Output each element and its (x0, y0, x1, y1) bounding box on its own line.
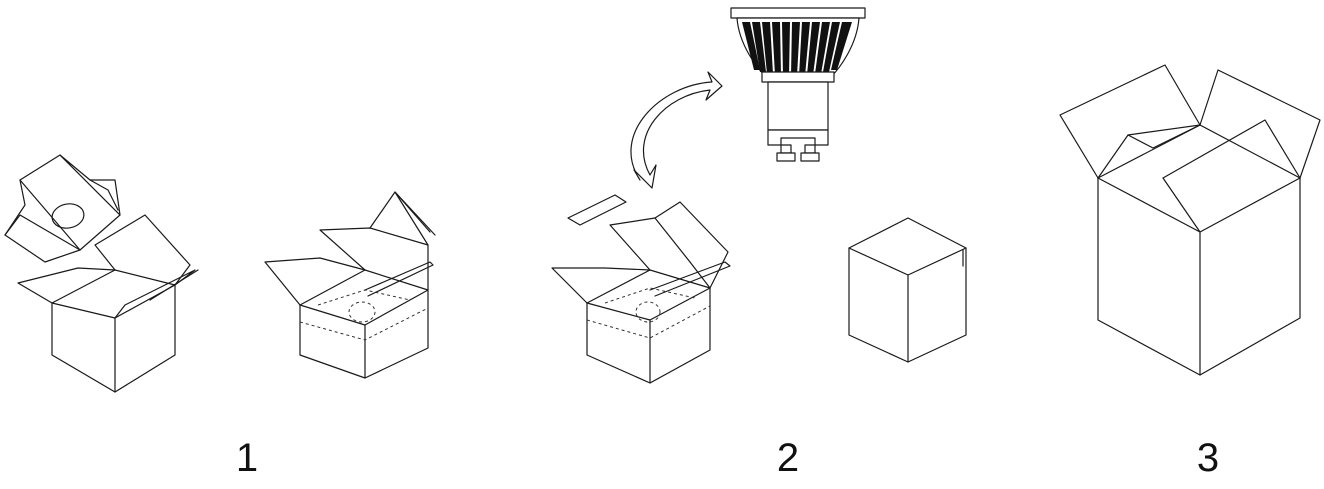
bulb-fins (742, 22, 852, 76)
step-label-1: 1 (235, 436, 259, 480)
box-open-icon (551, 194, 731, 384)
box-insert-placed-icon (264, 191, 436, 379)
closed-box-icon (848, 217, 967, 363)
curved-arrow-icon (630, 71, 723, 189)
step-label-2: 2 (776, 436, 800, 480)
large-box-icon (1059, 64, 1321, 376)
spotlight-bulb-icon (730, 7, 866, 162)
box-with-insert-icon (4, 154, 199, 393)
step-label-3: 3 (1196, 436, 1220, 480)
